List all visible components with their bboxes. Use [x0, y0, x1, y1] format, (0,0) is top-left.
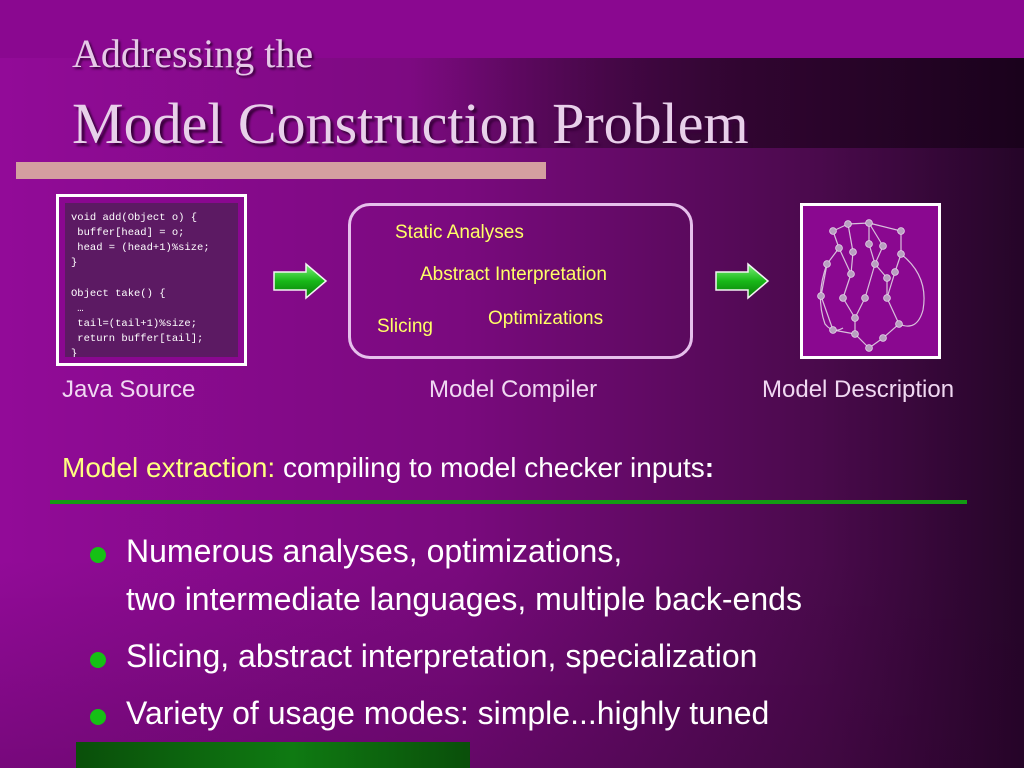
bullet-text: Numerous analyses, optimizations,: [126, 533, 623, 569]
code-line: }: [71, 348, 78, 357]
code-line: Object take() {: [71, 288, 166, 300]
lead-highlight: Model extraction:: [62, 452, 276, 483]
bullet-text: Variety of usage modes: simple...highly …: [126, 695, 770, 731]
code-listing: void add(Object o) { buffer[head] = o; h…: [65, 203, 238, 357]
abstract-interpretation-label: Abstract Interpretation: [420, 264, 607, 285]
slide-title-top: Addressing the: [72, 31, 314, 76]
lead-sentence: Model extraction: compiling to model che…: [62, 452, 714, 484]
code-line: return buffer[tail];: [71, 333, 204, 345]
title-underline: [16, 162, 546, 179]
lead-colon: :: [704, 452, 715, 483]
code-line: }: [71, 257, 78, 269]
optimizations-label: Optimizations: [488, 308, 604, 329]
static-analyses-label: Static Analyses: [395, 222, 524, 243]
state-graph-icon: [817, 219, 925, 352]
arrow-right-icon: [273, 262, 328, 300]
caption-model-compiler: Model Compiler: [429, 376, 598, 403]
model-description-box: [800, 203, 941, 359]
bullet-icon: [90, 709, 106, 725]
bullet-text: Slicing, abstract interpretation, specia…: [126, 638, 758, 674]
bullet-icon: [90, 652, 106, 668]
arrow-right-icon: [715, 262, 770, 300]
model-compiler-box: [348, 203, 693, 359]
background-fade: [0, 560, 1024, 768]
caption-java-source: Java Source: [62, 376, 196, 403]
code-line: head = (head+1)%size;: [71, 242, 210, 254]
bullet-text-continued: two intermediate languages, multiple bac…: [126, 581, 802, 617]
lead-rest: compiling to model checker inputs: [275, 452, 705, 483]
code-line: void add(Object o) {: [71, 212, 198, 224]
code-line: buffer[head] = o;: [71, 227, 185, 239]
slide-title: Model Construction Problem: [72, 91, 749, 156]
title-band-dark: [410, 58, 1024, 148]
bullet-icon: [90, 547, 106, 563]
code-line: tail=(tail+1)%size;: [71, 318, 198, 330]
java-source-box: void add(Object o) { buffer[head] = o; h…: [56, 194, 247, 366]
bottom-accent-bar: [76, 742, 470, 768]
section-divider: [50, 500, 967, 504]
caption-model-description: Model Description: [762, 376, 955, 403]
code-line: …: [71, 303, 84, 315]
slicing-label: Slicing: [377, 316, 433, 337]
